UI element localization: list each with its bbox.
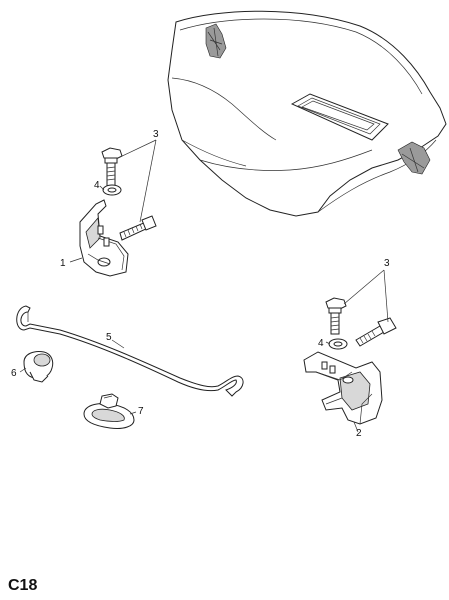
- right-hinge-assembly: [303, 297, 397, 425]
- bonnet-hinge-mount-right: [397, 141, 431, 175]
- label-part-1: 1: [60, 258, 66, 269]
- label-part-2: 2: [356, 428, 362, 439]
- label-part-7: 7: [138, 406, 144, 417]
- hinge-bracket-left: [79, 199, 129, 277]
- bolt-upper-left: [101, 147, 123, 187]
- rod-grommet: [23, 351, 54, 383]
- rod-holder-clip: [83, 393, 135, 429]
- label-part-5: 5: [106, 332, 112, 343]
- washer-upper-right: [328, 338, 348, 350]
- hinge-bracket-right: [303, 351, 383, 425]
- bonnet-panel: [167, 10, 447, 217]
- bolt-upper-right: [325, 297, 347, 335]
- page-code: C18: [8, 577, 37, 594]
- label-part-6: 6: [11, 368, 17, 379]
- label-part-4-lower: 4: [318, 338, 324, 349]
- bolt-lower-right: [355, 317, 397, 347]
- left-hinge-assembly: [79, 147, 157, 277]
- bolt-lower-left: [119, 215, 157, 241]
- leader-lines: [19, 139, 389, 433]
- label-part-4-upper: 4: [94, 180, 100, 191]
- bonnet-support-rod: [16, 305, 244, 397]
- washer-upper-left: [102, 184, 122, 196]
- label-part-3-lower: 3: [384, 258, 390, 269]
- label-part-3-upper: 3: [153, 129, 159, 140]
